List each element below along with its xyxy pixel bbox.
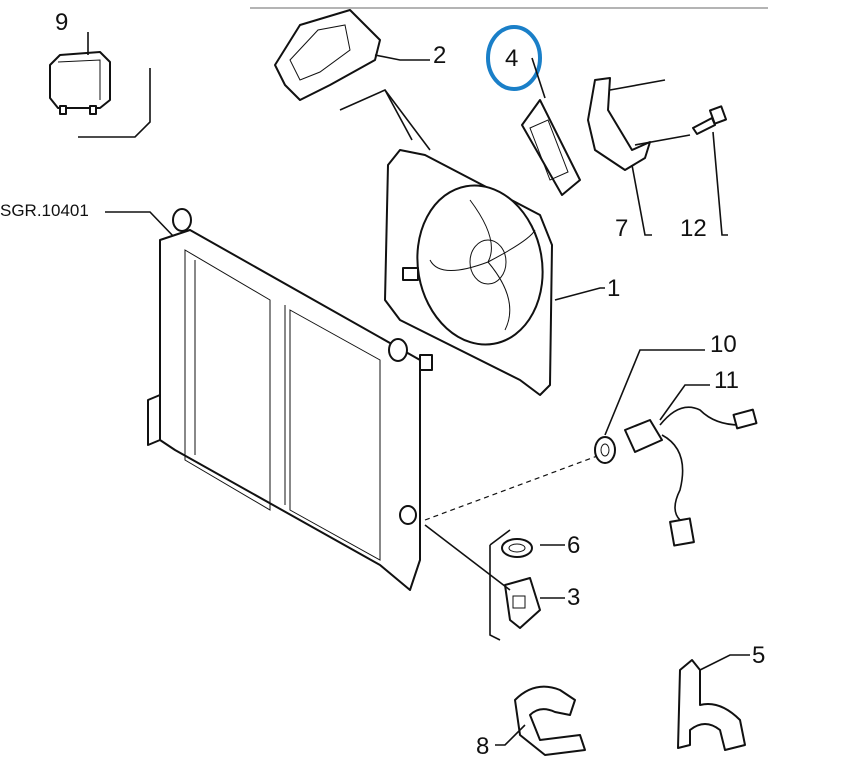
label-8: 8	[476, 733, 489, 760]
part-11-sensor-harness[interactable]	[624, 384, 758, 547]
label-ref-sgr-10401: SGR.10401	[0, 201, 89, 220]
label-2: 2	[433, 42, 446, 69]
connection-line	[424, 454, 601, 521]
label-5: 5	[752, 642, 765, 669]
part-4-resistor[interactable]	[521, 57, 581, 196]
label-3: 3	[567, 584, 580, 611]
part-5-clamp[interactable]	[677, 654, 750, 751]
label-1: 1	[607, 275, 620, 302]
part-10-seal[interactable]	[594, 349, 705, 464]
label-6: 6	[567, 532, 580, 559]
part-8-clip[interactable]	[495, 685, 586, 756]
radiator[interactable]	[105, 208, 433, 591]
label-10: 10	[710, 331, 737, 358]
part-7-bracket[interactable]	[587, 77, 691, 236]
label-11: 11	[714, 367, 739, 394]
highlight-circle-4	[486, 25, 542, 91]
part-12-screw[interactable]	[692, 105, 728, 236]
label-12: 12	[680, 215, 707, 242]
part-2-bracket[interactable]	[274, 9, 431, 151]
part-6-washer[interactable]	[501, 538, 565, 558]
part-1-fan-assembly[interactable]	[384, 149, 605, 396]
label-4: 4	[505, 45, 518, 72]
part-9-relay[interactable]	[49, 32, 151, 138]
label-7: 7	[615, 215, 628, 242]
part-3-temp-switch[interactable]	[424, 524, 565, 641]
label-9: 9	[55, 9, 68, 36]
